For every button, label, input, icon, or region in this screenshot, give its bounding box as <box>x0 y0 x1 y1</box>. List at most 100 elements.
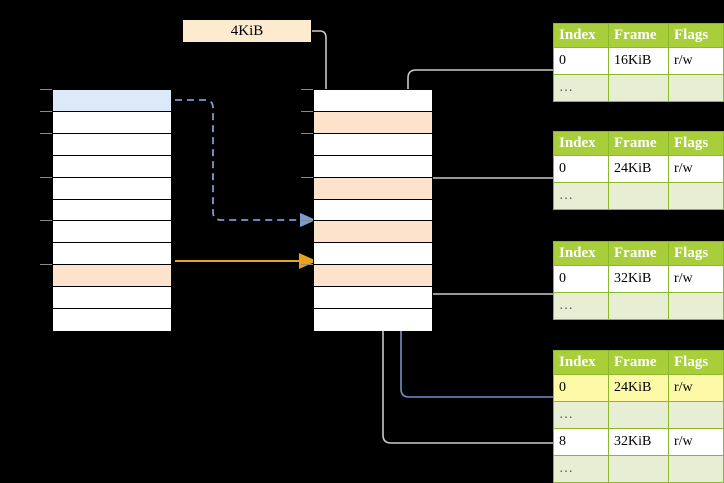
page-table-3-row-0-cell-1: 32KiB <box>608 265 669 293</box>
page-table-4-row-1-cell-0: … <box>553 401 609 429</box>
physical-frame-row-9[interactable] <box>314 287 432 310</box>
physical-frame-row-10[interactable] <box>314 309 432 331</box>
virtual-page-row-6[interactable] <box>53 221 171 244</box>
page-table-3-row-0-cell-0: 0 <box>553 265 609 293</box>
left-column-tick-0 <box>40 89 52 90</box>
physical-memory-column <box>313 89 433 331</box>
page-table-2-row-1[interactable]: … <box>553 182 724 210</box>
page-table-3-row-1-cell-0: … <box>553 292 609 320</box>
page-table-4-row-2-cell-2: r/w <box>668 428 724 456</box>
middle-column-tick-4 <box>301 176 313 178</box>
page-table-4-row-0-cell-2: r/w <box>668 374 724 402</box>
left-column-ticks <box>40 89 52 330</box>
page-table-1-header-flags: Flags <box>668 23 724 48</box>
page-table-4-header-frame: Frame <box>608 350 669 375</box>
page-table-1-row-0-cell-0: 0 <box>553 47 609 75</box>
page-table-2-header-index: Index <box>553 131 609 156</box>
wire-left0-to-middle6 <box>175 99 317 228</box>
page-table-4-row-3-cell-1 <box>608 455 669 483</box>
page-table-2-row-0-cell-0: 0 <box>553 155 609 183</box>
page-table-4-row-1[interactable]: … <box>553 401 724 429</box>
page-table-4-row-3[interactable]: … <box>553 455 724 483</box>
page-table-2-row-1-cell-2 <box>668 182 724 210</box>
physical-frame-row-1[interactable] <box>314 111 432 134</box>
middle-column-tick-8 <box>301 264 313 266</box>
left-column-tick-8 <box>40 264 52 266</box>
page-table-1-row-1-cell-2 <box>668 74 724 102</box>
physical-frame-row-6[interactable] <box>314 221 432 244</box>
virtual-address-space-column <box>52 89 172 331</box>
middle-column-tick-2 <box>301 132 313 134</box>
page-table-3-header-frame: Frame <box>608 241 669 266</box>
page-table-3-row-1[interactable]: … <box>553 292 724 320</box>
page-table-1-row-1-cell-0: … <box>553 74 609 102</box>
middle-column-tick-1 <box>301 110 313 112</box>
page-table-4-row-1-cell-2 <box>668 401 724 429</box>
page-table-1-row-0-cell-2: r/w <box>668 47 724 75</box>
virtual-page-row-3[interactable] <box>53 155 171 178</box>
page-table-4-row-0-cell-0: 0 <box>553 374 609 402</box>
page-table-3-header-flags: Flags <box>668 241 724 266</box>
page-table-4-row-1-cell-1 <box>608 401 669 429</box>
page-table-1-row-1[interactable]: … <box>553 74 724 102</box>
page-table-2-row-0-cell-2: r/w <box>668 155 724 183</box>
page-table-1-header-index: Index <box>553 23 609 48</box>
physical-frame-row-7[interactable] <box>314 243 432 266</box>
page-table-2-row-0-cell-1: 24KiB <box>608 155 669 183</box>
page-table-3-row-0-cell-2: r/w <box>668 265 724 293</box>
virtual-page-row-0[interactable] <box>53 90 171 112</box>
page-table-1-row-0-cell-1: 16KiB <box>608 47 669 75</box>
page-size-label: 4KiB <box>183 20 311 42</box>
left-column-tick-1 <box>40 110 52 112</box>
virtual-page-row-2[interactable] <box>53 133 171 156</box>
left-column-tick-2 <box>40 132 52 134</box>
physical-frame-row-8[interactable] <box>314 265 432 288</box>
physical-frame-row-3[interactable] <box>314 155 432 178</box>
page-table-3-row-1-cell-2 <box>668 292 724 320</box>
left-column-tick-6 <box>40 220 52 222</box>
virtual-page-row-10[interactable] <box>53 309 171 331</box>
virtual-page-row-7[interactable] <box>53 243 171 266</box>
left-column-tick-4 <box>40 176 52 178</box>
physical-frame-row-5[interactable] <box>314 199 432 222</box>
page-table-4-header-flags: Flags <box>668 350 724 375</box>
virtual-page-row-9[interactable] <box>53 287 171 310</box>
virtual-page-row-4[interactable] <box>53 177 171 200</box>
middle-column-tick-0 <box>301 89 313 90</box>
virtual-page-row-8[interactable] <box>53 265 171 288</box>
virtual-page-row-5[interactable] <box>53 199 171 222</box>
page-table-1-header-frame: Frame <box>608 23 669 48</box>
page-table-1-row-1-cell-1 <box>608 74 669 102</box>
page-table-4-header-index: Index <box>553 350 609 375</box>
page-table-2-header-flags: Flags <box>668 131 724 156</box>
page-size-label-text: 4KiB <box>230 23 264 39</box>
page-table-4-row-0-cell-1: 24KiB <box>608 374 669 402</box>
physical-frame-row-4[interactable] <box>314 177 432 200</box>
page-table-3-header-index: Index <box>553 241 609 266</box>
page-table-4-row-2-cell-0: 8 <box>553 428 609 456</box>
middle-column-ticks <box>301 89 313 330</box>
page-table-3-row-1-cell-1 <box>608 292 669 320</box>
page-table-2-header-frame: Frame <box>608 131 669 156</box>
physical-frame-row-0[interactable] <box>314 90 432 112</box>
physical-frame-row-2[interactable] <box>314 133 432 156</box>
page-table-2-row-1-cell-1 <box>608 182 669 210</box>
virtual-page-row-1[interactable] <box>53 111 171 134</box>
